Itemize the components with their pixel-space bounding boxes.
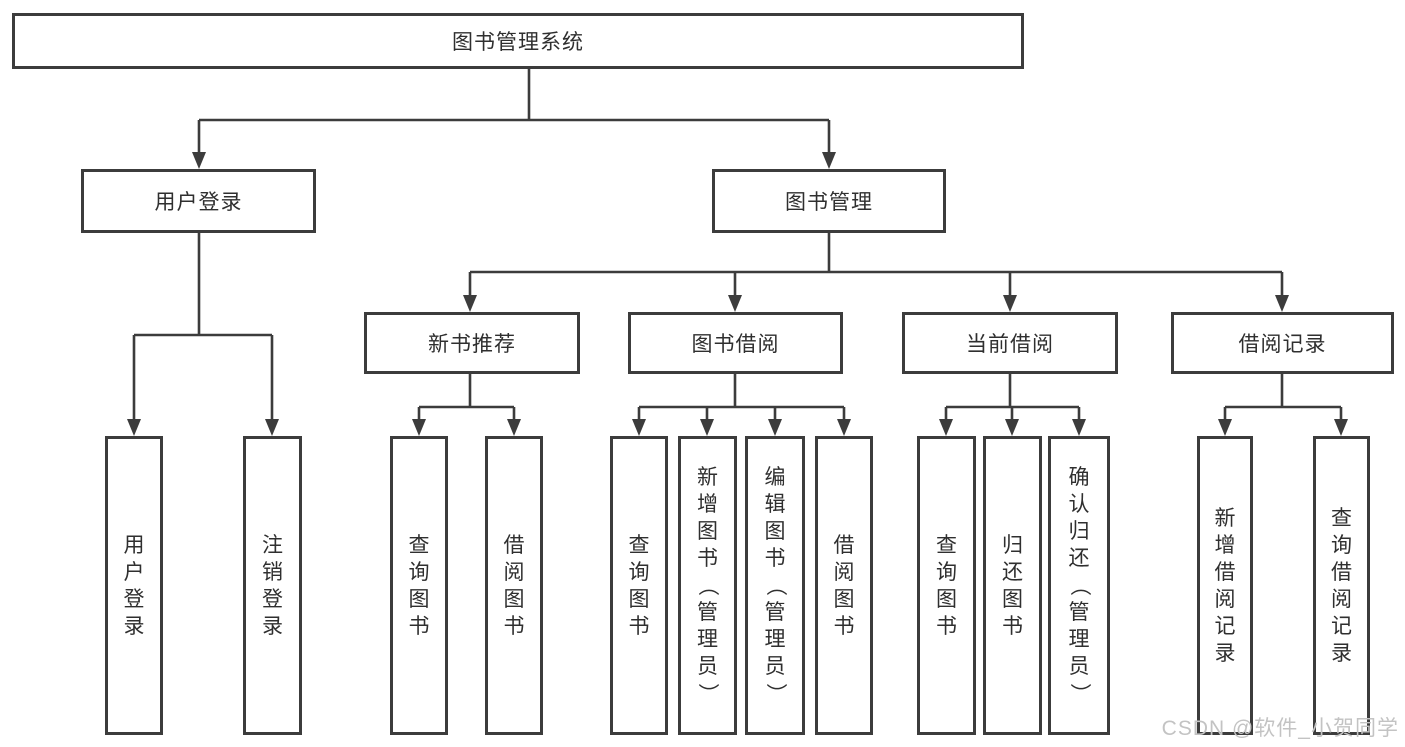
leaf-logout-label: 注销登录 <box>262 533 283 638</box>
leaf-borrow-books-newrec-label: 借阅图书 <box>503 533 525 638</box>
arrowhead-icons <box>127 152 1348 436</box>
leaf-edit-books-admin-label: 编辑图书（管理员） <box>763 466 787 704</box>
leaf-add-books-admin: 新增图书（管理员） <box>678 436 737 735</box>
leaf-query-books-current-label: 查询图书 <box>936 533 957 638</box>
leaf-query-books-current: 查询图书 <box>917 436 976 735</box>
node-borrowing-records: 借阅记录 <box>1171 312 1394 374</box>
leaf-add-books-admin-label: 新增图书（管理员） <box>696 466 719 704</box>
node-new-book-recommendation: 新书推荐 <box>364 312 580 374</box>
leaf-query-books-newrec-label: 查询图书 <box>408 533 430 638</box>
watermark: CSDN @软件_小贺同学 <box>1161 717 1399 740</box>
leaf-borrow-books-borrow: 借阅图书 <box>815 436 873 735</box>
leaf-query-borrow-record: 查询借阅记录 <box>1313 436 1370 735</box>
leaf-edit-books-admin: 编辑图书（管理员） <box>745 436 805 735</box>
node-library-system: 图书管理系统 <box>12 13 1024 69</box>
leaf-query-borrow-record-label: 查询借阅记录 <box>1331 506 1352 665</box>
node-borrowing-records-label: 借阅记录 <box>1238 333 1327 356</box>
leaf-query-books-borrow-label: 查询图书 <box>628 533 650 638</box>
node-book-management: 图书管理 <box>712 169 946 233</box>
leaf-add-borrow-record: 新增借阅记录 <box>1197 436 1253 735</box>
leaf-borrow-books-borrow-label: 借阅图书 <box>833 533 855 638</box>
leaf-add-borrow-record-label: 新增借阅记录 <box>1214 506 1236 665</box>
leaf-query-books-borrow: 查询图书 <box>610 436 668 735</box>
leaf-confirm-return-admin: 确认归还（管理员） <box>1048 436 1110 735</box>
leaf-query-books-newrec: 查询图书 <box>390 436 448 735</box>
node-new-book-recommendation-label: 新书推荐 <box>428 333 516 356</box>
leaf-confirm-return-admin-label: 确认归还（管理员） <box>1067 466 1091 704</box>
node-book-borrowing-label: 图书借阅 <box>691 333 780 356</box>
node-library-system-label: 图书管理系统 <box>452 31 584 54</box>
node-book-borrowing: 图书借阅 <box>628 312 843 374</box>
leaf-borrow-books-newrec: 借阅图书 <box>485 436 543 735</box>
leaf-user-login-label: 用户登录 <box>123 533 145 638</box>
leaf-logout: 注销登录 <box>243 436 302 735</box>
leaf-return-books: 归还图书 <box>983 436 1042 735</box>
node-book-management-label: 图书管理 <box>785 191 873 214</box>
node-user-login: 用户登录 <box>81 169 316 233</box>
leaf-user-login: 用户登录 <box>105 436 163 735</box>
leaf-return-books-label: 归还图书 <box>1002 533 1023 638</box>
node-current-borrowing: 当前借阅 <box>902 312 1118 374</box>
node-user-login-label: 用户登录 <box>154 191 243 214</box>
node-current-borrowing-label: 当前借阅 <box>966 333 1054 356</box>
